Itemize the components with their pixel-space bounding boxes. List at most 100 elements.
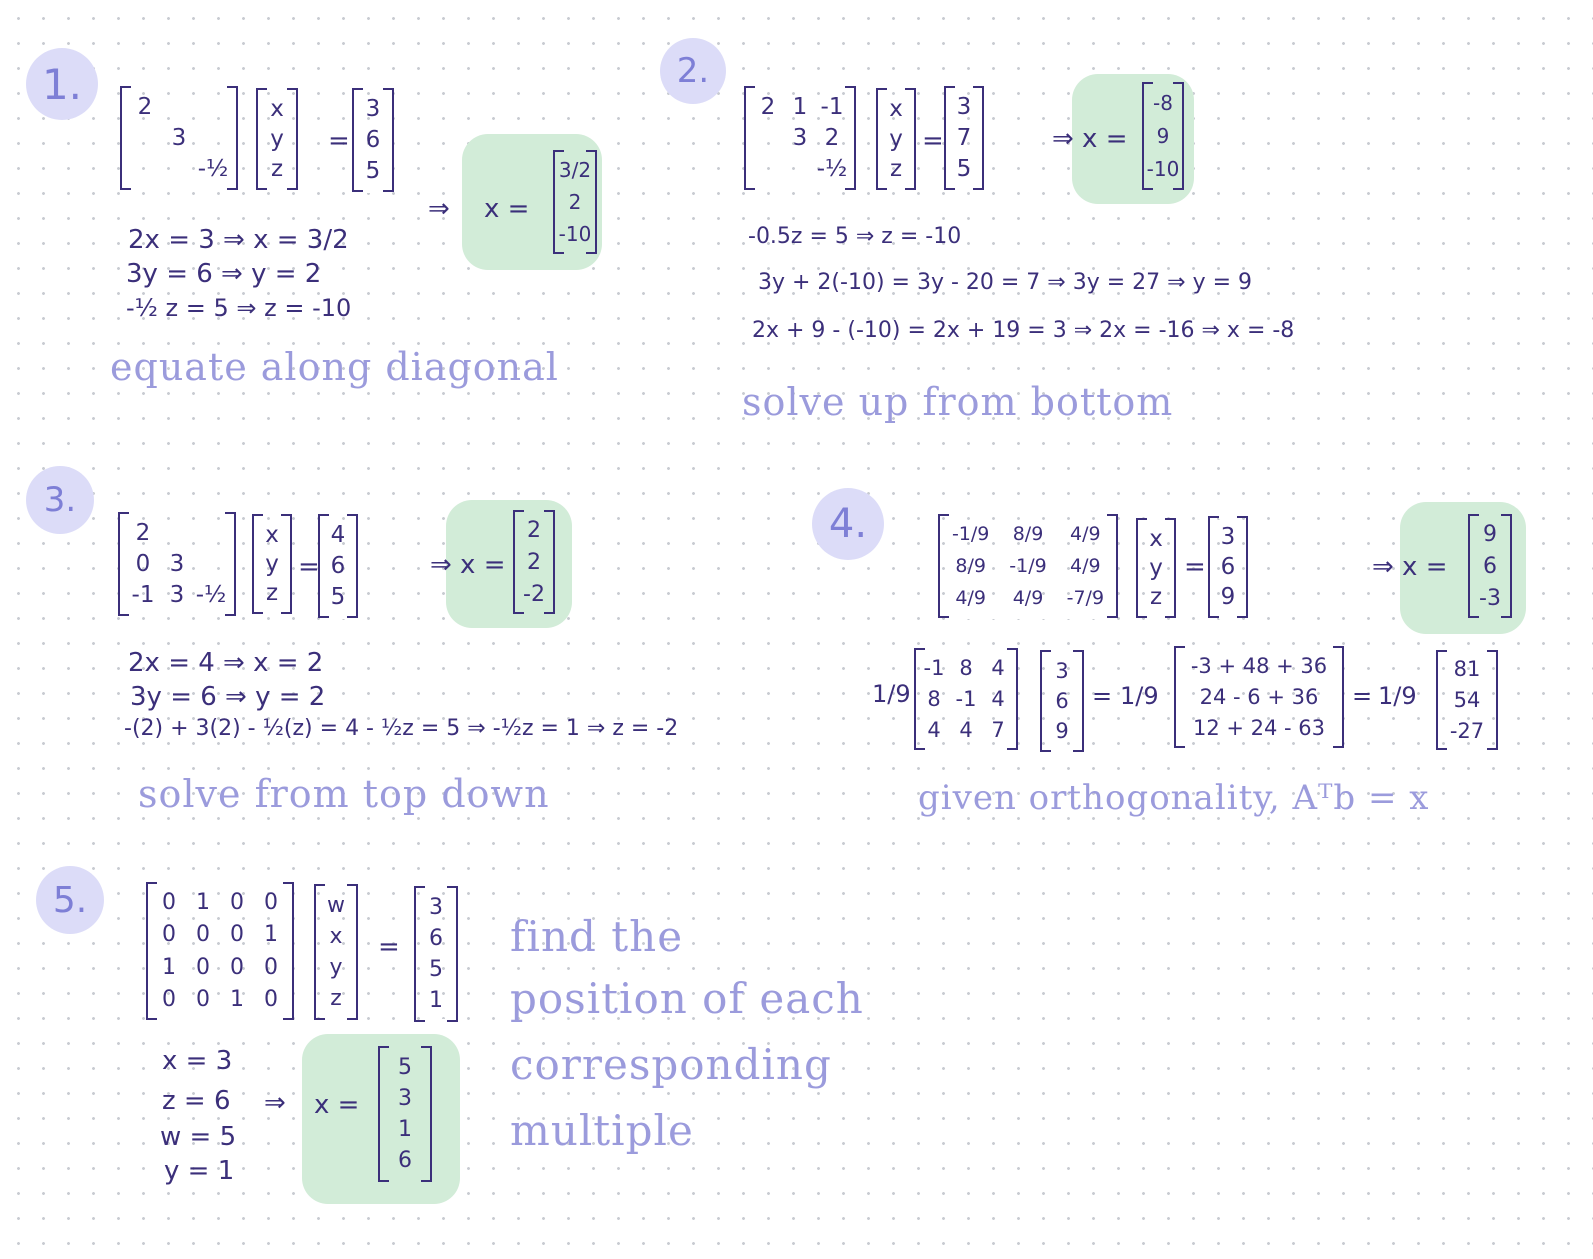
matrix-cell: 0 [264, 954, 278, 980]
vector-cell: 54 [1453, 687, 1481, 712]
p5-result-vector: 5 3 1 6 [378, 1045, 432, 1183]
vector-cell: 9 [1156, 123, 1170, 148]
p4-result-highlight [1400, 502, 1526, 634]
p4-scale-3: 1/9 [1378, 682, 1417, 710]
bracket-gap [925, 647, 1007, 651]
p2-note: solve up from bottom [742, 380, 1174, 424]
p5-vector-b: 3 6 5 1 [414, 885, 458, 1023]
p5-x-label: x = [314, 1090, 360, 1120]
vector-cell: 5 [398, 1055, 412, 1080]
p4-result-vector: 9 6 -3 [1468, 513, 1512, 619]
matrix-cell: 0 [264, 987, 278, 1013]
bracket-gap [1147, 517, 1165, 521]
vector-cell: 3 [398, 1086, 412, 1111]
bracket-gap [925, 747, 1007, 751]
p3-vector-v: x y z [252, 513, 292, 615]
matrix-cell: 4 [991, 686, 1005, 711]
p5-implies-arrow: ⇒ [264, 1088, 286, 1118]
p5-note-line-2: position of each [510, 974, 864, 1023]
vector-cell: 81 [1453, 657, 1481, 682]
matrix-cell: 3 [169, 550, 185, 577]
vector-cell: x [1149, 525, 1163, 552]
matrix-cell: 4 [991, 655, 1005, 680]
vector-cell: 3 [1220, 524, 1236, 550]
p4-sums-vector: -3 + 48 + 36 24 - 6 + 36 12 + 24 - 63 [1174, 645, 1344, 749]
vector-cell: -10 [558, 222, 592, 246]
vector-cell: 6 [365, 126, 381, 153]
vector-cell: 2 [527, 517, 541, 543]
p2-step-3: 2x + 9 - (-10) = 2x + 19 = 3 ⇒ 2x = -16 … [752, 318, 1295, 343]
vector-cell: x [329, 924, 343, 949]
p3-note: solve from top down [138, 772, 550, 816]
matrix-cell: -1/9 [1009, 555, 1047, 577]
bracket-gap [949, 615, 1107, 619]
matrix-cell: 0 [230, 889, 244, 915]
vector-cell: z [889, 156, 903, 182]
matrix-cell: 4 [959, 718, 973, 743]
matrix-cell: 0 [230, 954, 244, 980]
p2-step-2: 3y + 2(-10) = 3y - 20 = 7 ⇒ 3y = 27 ⇒ y … [758, 270, 1253, 295]
bracket-gap [325, 883, 347, 887]
bracket-gap [267, 187, 287, 191]
vector-cell: 1 [429, 988, 443, 1013]
matrix-cell: 0 [135, 550, 151, 577]
problem-5-badge: 5. [36, 866, 104, 934]
bracket-gap [1185, 745, 1333, 749]
vector-cell: 3 [365, 96, 381, 123]
vector-cell: -8 [1153, 90, 1173, 115]
p4-vector-v: x y z [1136, 517, 1176, 619]
vector-cell: -3 [1479, 585, 1501, 611]
bracket-gap [325, 1017, 347, 1021]
bracket-gap [1147, 615, 1165, 619]
p2-x-label: ⇒ x = [1052, 124, 1128, 154]
bracket-gap [389, 1179, 421, 1183]
matrix-cell: 4 [927, 718, 941, 743]
matrix-cell: 0 [196, 922, 210, 948]
vector-cell: 1 [398, 1117, 412, 1142]
p2-matrix-a: 2 1 -1 3 2 -½ [744, 85, 856, 191]
vector-cell: 6 [429, 926, 443, 951]
p5-result-highlight [302, 1034, 460, 1204]
problem-3-badge: 3. [26, 466, 94, 534]
bracket-gap [564, 149, 586, 153]
p5-step-1: x = 3 [162, 1046, 233, 1076]
p3-equals: = [298, 552, 320, 582]
matrix-cell: -1 [923, 655, 945, 680]
p2-vector-b: 3 7 5 [944, 85, 984, 191]
vector-cell: z [270, 156, 284, 182]
problem-2-badge: 2. [660, 38, 726, 104]
vector-cell: 6 [398, 1148, 412, 1173]
p4-matrix-at: -1 8 4 8 -1 4 4 4 7 [914, 647, 1018, 751]
vector-cell: 6 [330, 552, 346, 579]
vector-cell: z [330, 986, 342, 1011]
vector-cell: 4 [330, 522, 346, 549]
bracket-gap [755, 187, 845, 191]
bracket-gap [157, 1017, 283, 1021]
p1-implies-arrow: ⇒ [428, 194, 450, 224]
vector-cell: 3 [429, 895, 443, 920]
matrix-cell: 7 [991, 718, 1005, 743]
bracket-gap [131, 85, 227, 89]
bracket-gap [564, 251, 586, 255]
vector-cell: 6 [1055, 689, 1069, 713]
p3-matrix-a: 2 0 3 -1 3 -½ [118, 511, 236, 617]
p2-step-1: -0.5z = 5 ⇒ z = -10 [748, 224, 962, 249]
matrix-cell: 8 [959, 655, 973, 680]
vector-cell: y [265, 550, 279, 577]
vector-cell: -10 [1146, 157, 1180, 182]
vector-cell: 3 [956, 94, 972, 121]
matrix-cell: -7/9 [1066, 587, 1105, 609]
p4-vector-b: 3 6 9 [1208, 515, 1248, 619]
p4-x-label: ⇒ x = [1372, 552, 1448, 582]
matrix-cell: 0 [196, 987, 210, 1013]
bracket-gap [1153, 81, 1173, 85]
matrix-cell: 2 [760, 94, 776, 121]
vector-cell: 6 [1483, 553, 1497, 579]
problem-1-badge: 1. [26, 48, 98, 120]
bracket-gap [129, 613, 225, 617]
p5-step-3: w = 5 [160, 1122, 237, 1152]
matrix-cell: -1 [820, 94, 844, 121]
matrix-cell: 1 [162, 954, 176, 980]
matrix-cell: -½ [816, 155, 848, 182]
p5-note-line-3: corresponding [510, 1040, 832, 1089]
